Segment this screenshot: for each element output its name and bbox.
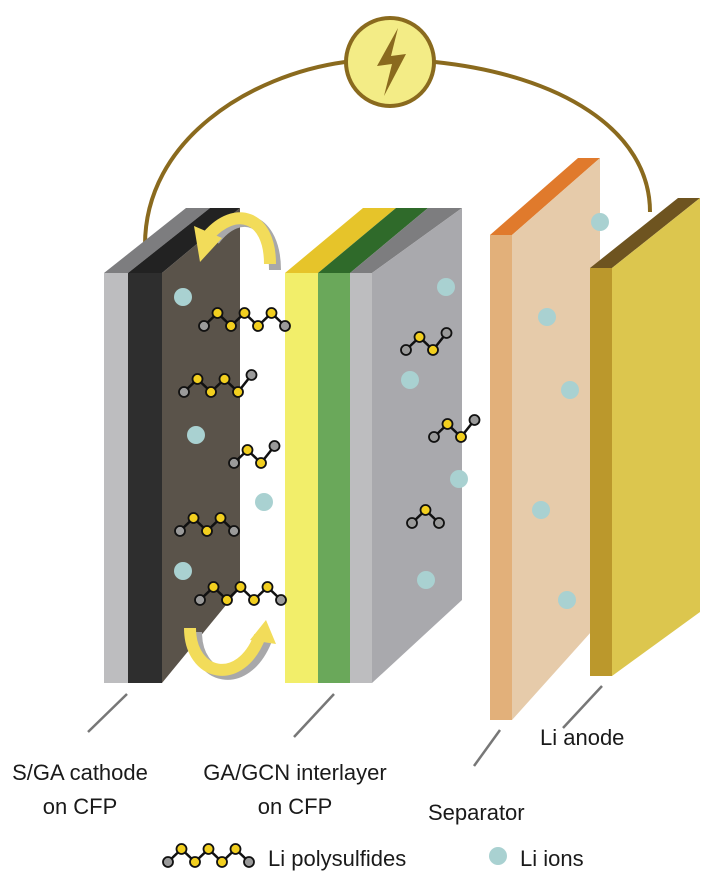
li-ion xyxy=(417,571,435,589)
sulfur-atom xyxy=(205,386,217,398)
polysulfide-chain xyxy=(162,843,255,868)
legend-ions-label: Li ions xyxy=(520,846,584,871)
polysulfide-chain xyxy=(178,369,258,398)
lithium-atom xyxy=(468,414,481,426)
lithium-atom xyxy=(440,327,453,339)
sulfur-atom xyxy=(234,581,247,593)
sulfur-atom xyxy=(455,431,467,443)
lithium-atom xyxy=(228,457,240,469)
lithium-atom xyxy=(433,517,445,529)
lithium-atom xyxy=(228,525,240,537)
sulfur-atom xyxy=(207,581,220,593)
lithium-atom xyxy=(162,856,174,868)
sulfur-atom xyxy=(261,581,274,593)
sulfur-atom xyxy=(189,856,201,868)
lithium-atom xyxy=(194,594,206,606)
polysulfide-chain xyxy=(400,327,453,356)
sulfur-atom xyxy=(265,307,278,319)
polysulfide-chain xyxy=(198,307,291,332)
sulfur-atom xyxy=(255,457,267,469)
lithium-atom xyxy=(400,344,412,356)
lithium-atom xyxy=(243,856,255,868)
sulfur-atom xyxy=(229,843,242,855)
anode-slab xyxy=(590,198,700,676)
sulfur-atom xyxy=(427,344,439,356)
cathode-label-line2: on CFP xyxy=(42,794,118,819)
sulfur-atom xyxy=(413,331,426,343)
li-ion xyxy=(538,308,556,326)
sulfur-atom xyxy=(216,856,228,868)
sulfur-atom xyxy=(201,525,213,537)
sulfur-atom xyxy=(238,307,251,319)
li-ions xyxy=(174,213,609,865)
cathode-label: S/GA cathode on CFP xyxy=(0,760,160,820)
cathode-slab xyxy=(104,208,240,683)
polysulfide-chain xyxy=(228,440,281,469)
sulfur-atom xyxy=(241,444,254,456)
li-ion xyxy=(174,562,192,580)
sulfur-atom xyxy=(214,512,227,524)
li-ion xyxy=(187,426,205,444)
sulfur-atom xyxy=(441,418,454,430)
anode-label: Li anode xyxy=(540,725,625,750)
sulfur-atom xyxy=(225,320,237,332)
li-ion xyxy=(489,847,507,865)
sulfur-atom xyxy=(202,843,215,855)
lithium-atom xyxy=(174,525,186,537)
sulfur-atom xyxy=(248,594,260,606)
li-ion xyxy=(561,381,579,399)
separator-slab xyxy=(490,158,600,720)
li-ion xyxy=(591,213,609,231)
polysulfide-chain xyxy=(174,512,240,537)
sulfur-atom xyxy=(252,320,264,332)
lightning-bolt-icon xyxy=(377,28,406,96)
polysulfide-chain xyxy=(194,581,287,606)
li-ion xyxy=(532,501,550,519)
cathode-label-line1: S/GA cathode xyxy=(12,760,148,785)
li-ion xyxy=(450,470,468,488)
lithium-atom xyxy=(275,594,287,606)
polysulfide-chain xyxy=(406,504,445,529)
lithium-atom xyxy=(428,431,440,443)
polysulfide-shuttle-arrow-bottom xyxy=(184,620,276,680)
sulfur-atom xyxy=(218,373,231,385)
polysulfide-shuttle-arrow-top xyxy=(194,212,281,271)
external-circuit-wire xyxy=(143,60,652,246)
sulfur-atom xyxy=(175,843,188,855)
sulfur-atom xyxy=(191,373,204,385)
li-polysulfides xyxy=(162,307,481,868)
sulfur-atom xyxy=(419,504,432,516)
interlayer-slab xyxy=(285,208,462,683)
li-ion xyxy=(401,371,419,389)
li-ion xyxy=(437,278,455,296)
sulfur-atom xyxy=(211,307,224,319)
sulfur-atom xyxy=(221,594,233,606)
lithium-atom xyxy=(198,320,210,332)
lithium-atom xyxy=(406,517,418,529)
power-source xyxy=(344,16,436,108)
legend-polysulfides-label: Li polysulfides xyxy=(268,846,407,871)
lithium-atom xyxy=(268,440,281,452)
leader-lines xyxy=(87,685,603,767)
li-ion xyxy=(558,591,576,609)
interlayer-label: GA/GCN interlayer on CFP xyxy=(185,760,405,820)
li-ion xyxy=(174,288,192,306)
polysulfide-chain xyxy=(428,414,481,443)
interlayer-label-line1: GA/GCN interlayer xyxy=(203,760,387,785)
interlayer-label-line2: on CFP xyxy=(257,794,333,819)
lithium-atom xyxy=(178,386,190,398)
li-ion xyxy=(255,493,273,511)
lithium-atom xyxy=(279,320,291,332)
sulfur-atom xyxy=(232,386,244,398)
sulfur-atom xyxy=(187,512,200,524)
lithium-atom xyxy=(245,369,258,381)
separator-label: Separator xyxy=(428,800,525,825)
